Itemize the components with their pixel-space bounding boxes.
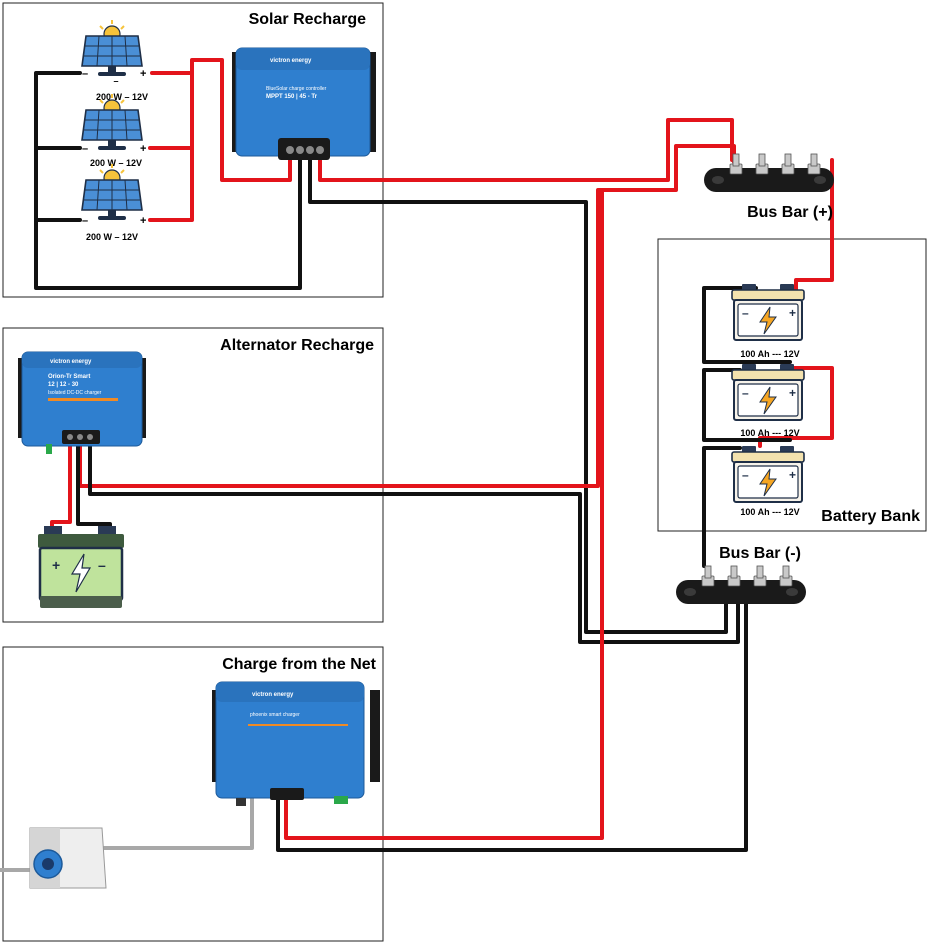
solar-panel-1: –: [81, 19, 143, 86]
solar-negative-wire: [34, 71, 302, 290]
panel3-positive-wire: [148, 58, 292, 222]
wires: [0, 58, 834, 872]
net-negative-to-busbar: [276, 602, 748, 852]
mppt-controller: victron energy BlueSolar charge controll…: [232, 47, 376, 160]
phoenix-charger: victron energy phoenix smart charger: [212, 681, 380, 806]
shore-power-inlet: [29, 827, 107, 889]
orion-negative-to-busbar: [88, 444, 740, 644]
starter-battery: + –: [38, 526, 124, 608]
orion-charger: victron energy Orion-Tr Smart 12 | 12 - …: [18, 351, 146, 454]
solar-panel-3: [81, 163, 143, 221]
battery-3: [731, 445, 805, 503]
solar-panel-2: [81, 93, 143, 151]
net-positive-to-busbar: [284, 188, 604, 840]
mppt-brand: victron energy: [270, 58, 312, 64]
panel-2-label: 200 W – 12V: [90, 158, 142, 168]
busbar-positive-to-bank: [794, 158, 834, 292]
net-frame: [2, 646, 384, 942]
phoenix-line1: phoenix smart charger: [250, 712, 300, 718]
battery-1-label: 100 Ah --- 12V: [740, 349, 799, 359]
mppt-positive-to-busbar: [318, 118, 734, 182]
battery-1: [731, 283, 805, 341]
battery-bank-frame: [657, 238, 927, 532]
orion-positive-to-busbar: [78, 144, 736, 488]
busbar-positive: [703, 153, 835, 193]
mppt-negative-to-busbar: [308, 158, 728, 634]
panel-1-minus: –: [82, 68, 88, 80]
battery-3-label: 100 Ah --- 12V: [740, 507, 799, 517]
panel-1-plus: +: [140, 68, 146, 80]
battery-bank-title: Battery Bank: [821, 508, 920, 525]
bank-series-2: [702, 286, 792, 364]
orion-input-positive: [50, 444, 72, 536]
panel-1-label: 200 W – 12V: [96, 92, 148, 102]
busbar-negative: [675, 565, 807, 605]
phoenix-brand: victron energy: [252, 692, 294, 698]
alternator-frame: [2, 327, 384, 623]
bank-series-3: [702, 368, 792, 442]
solar-title: Solar Recharge: [249, 11, 366, 28]
ac-shore-cable: [102, 796, 254, 850]
panel-3-label: 200 W – 12V: [86, 232, 138, 242]
orion-line1: Orion-Tr Smart: [48, 374, 90, 380]
starter-minus: –: [98, 557, 106, 573]
alternator-title: Alternator Recharge: [220, 337, 374, 354]
busbar-positive-label: Bus Bar (+): [747, 204, 833, 221]
battery-2: [731, 363, 805, 421]
orion-brand: victron energy: [50, 359, 92, 365]
mppt-line2: MPPT 150 | 45 - Tr: [266, 94, 318, 100]
net-title: Charge from the Net: [222, 656, 376, 673]
mppt-line1: BlueSolar charge controller: [266, 86, 327, 92]
orion-line2: 12 | 12 - 30: [48, 382, 79, 388]
panel-2-minus: –: [82, 143, 88, 155]
svg-text:–: –: [113, 76, 118, 86]
bank-negative-to-busbar: [702, 446, 742, 568]
panel-2-plus: +: [140, 143, 146, 155]
panel-3-minus: –: [82, 215, 88, 227]
panel-3-plus: +: [140, 215, 146, 227]
solar-frame: [2, 2, 384, 298]
orion-line3: Isolated DC-DC charger: [48, 390, 102, 396]
busbar-negative-label: Bus Bar (-): [719, 545, 801, 562]
starter-plus: +: [52, 557, 60, 573]
battery-2-label: 100 Ah --- 12V: [740, 428, 799, 438]
orion-input-negative: [76, 444, 112, 536]
